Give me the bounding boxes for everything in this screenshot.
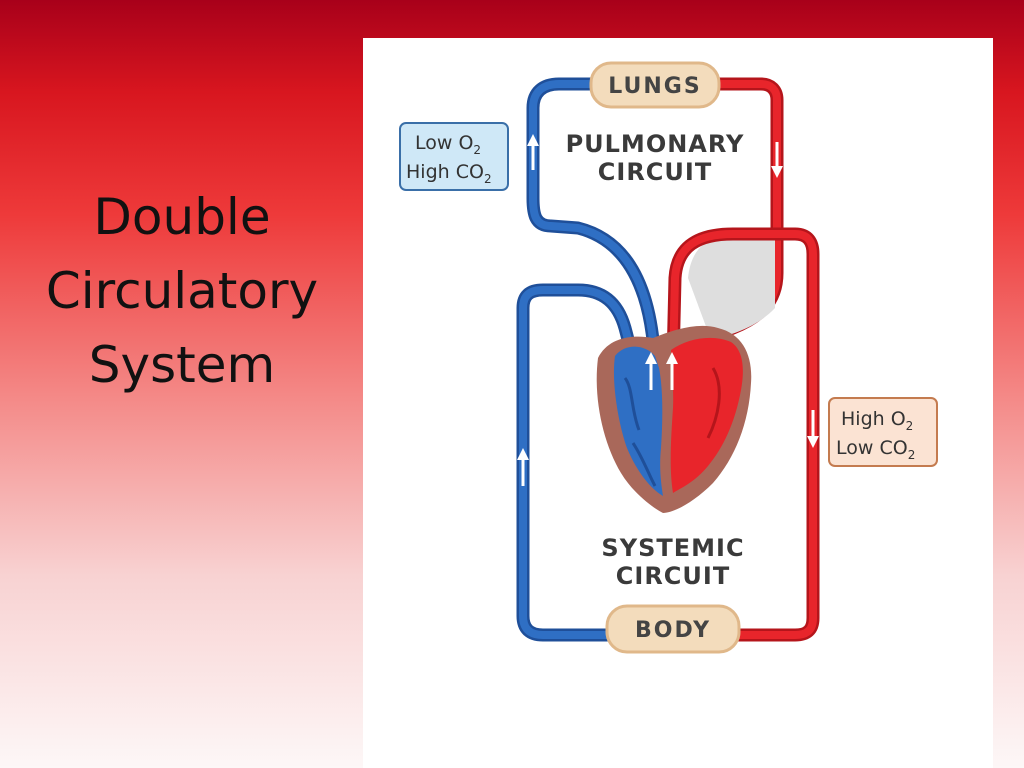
arrow-down-systemic-icon: [807, 410, 819, 448]
title-line-1: Double: [93, 188, 271, 246]
oxygenated-line-2: Low CO2: [836, 437, 915, 462]
body-pill: BODY: [605, 604, 741, 654]
body-label: BODY: [635, 618, 711, 643]
arrow-down-pulmonary-icon: [771, 142, 783, 178]
heart-left-side-detail: [706, 367, 721, 439]
deoxygenated-line-2: High CO2: [406, 161, 492, 186]
heart-right-side-detail: [623, 377, 657, 487]
deoxygenated-line-1: Low O2: [415, 132, 481, 157]
circulation-diagram: LUNGS BODY PULMONARY CIRCUIT SYSTEMIC CI…: [399, 61, 938, 654]
systemic-label-line-2: CIRCUIT: [616, 562, 730, 590]
slide-title: Double Circulatory System: [22, 180, 342, 402]
aorta: [669, 230, 817, 639]
oxygenated-box: High O2 Low CO2: [828, 397, 938, 467]
arrow-up-heart-right-icon: [645, 352, 657, 390]
systemic-label-line-1: SYSTEMIC: [601, 534, 744, 562]
heart-left-side: [670, 337, 743, 493]
pulmonary-label-line-1: PULMONARY: [566, 130, 745, 158]
arrow-up-heart-left-icon: [666, 352, 678, 390]
deoxygenated-box: Low O2 High CO2: [399, 122, 509, 191]
aortic-arch-fill: [688, 234, 775, 340]
arrow-up-systemic-icon: [517, 448, 529, 486]
title-line-3: System: [88, 336, 276, 394]
oxygenated-line-1: High O2: [841, 408, 913, 433]
vena-cava: [519, 286, 639, 639]
pulmonary-artery: [529, 80, 659, 372]
arrow-up-pulmonary-icon: [527, 134, 539, 170]
lungs-label: LUNGS: [608, 74, 701, 99]
title-line-2: Circulatory: [45, 262, 319, 320]
lungs-pill: LUNGS: [589, 61, 721, 109]
diagram-panel: LUNGS BODY PULMONARY CIRCUIT SYSTEMIC CI…: [363, 38, 993, 768]
pulmonary-label-line-2: CIRCUIT: [598, 158, 712, 186]
